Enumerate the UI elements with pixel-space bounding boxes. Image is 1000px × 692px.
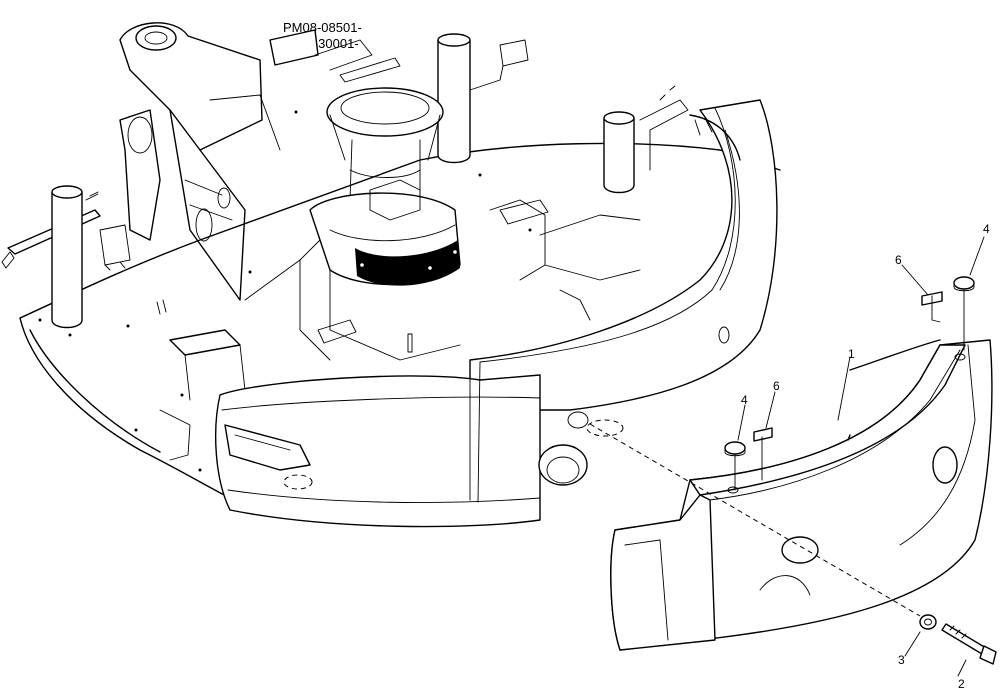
- bolt-part-2: [941, 623, 997, 665]
- callout-4-right: 4: [983, 222, 990, 236]
- callout-2: 2: [958, 677, 965, 691]
- counterweight-part-1: [610, 339, 993, 651]
- callout-4-left: 4: [741, 393, 748, 407]
- callout-6-right: 6: [895, 253, 902, 267]
- callout-1: 1: [848, 347, 855, 361]
- serial-range-1: PM08-08501-: [283, 20, 362, 35]
- installed-counterweight: [214, 99, 778, 528]
- cap-part-4-right: [953, 276, 975, 292]
- label-part-6-left: [753, 427, 773, 442]
- upper-frame-deck: [1, 22, 781, 499]
- callout-6-left: 6: [773, 379, 780, 393]
- assembly-lines: [589, 289, 965, 617]
- callout-3: 3: [898, 653, 905, 667]
- washer-part-3: [919, 614, 937, 630]
- callout-leaders: [737, 236, 985, 677]
- cap-part-4-left: [724, 441, 746, 457]
- swivel-ring: [309, 87, 461, 286]
